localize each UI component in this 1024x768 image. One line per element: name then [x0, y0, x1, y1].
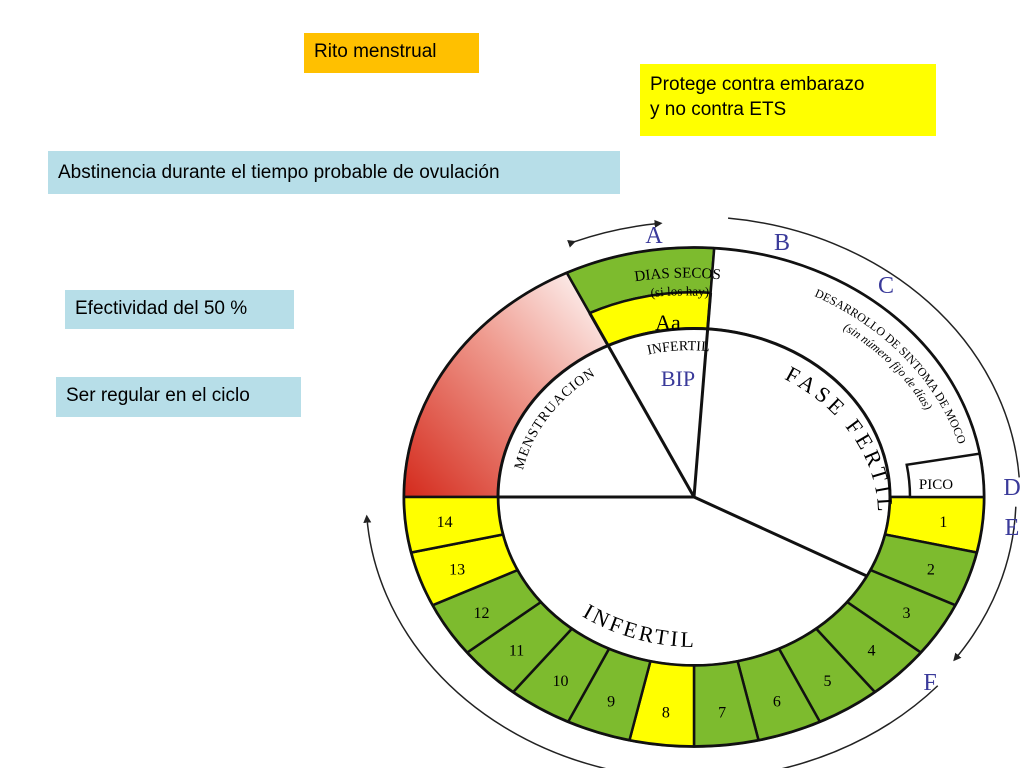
pico-cell — [905, 452, 986, 499]
day-number-1: 1 — [939, 514, 947, 531]
letter-b: B — [774, 230, 790, 256]
protege-label: Protege contra embarazo y no contra ETS — [640, 64, 936, 136]
letter-c: C — [878, 273, 894, 299]
arc-letters: A B C D E F — [645, 223, 1020, 696]
letter-e: E — [1005, 515, 1020, 541]
day-number-9: 9 — [607, 694, 615, 711]
spoke-3 — [693, 495, 868, 578]
day-number-5: 5 — [824, 673, 832, 690]
day-number-7: 7 — [718, 705, 726, 722]
spokes — [498, 292, 868, 578]
day-number-14: 14 — [437, 514, 453, 531]
day-number-10: 10 — [552, 673, 568, 690]
letter-d: D — [1003, 475, 1020, 501]
day-number-11: 11 — [509, 643, 524, 660]
arrow-b-d — [728, 217, 1020, 478]
day-number-4: 4 — [867, 643, 875, 660]
dias-secos-label: DIAS SECOS — [634, 266, 722, 286]
day-number-12: 12 — [473, 605, 489, 622]
letter-a: A — [645, 223, 663, 249]
arrow-e-f — [953, 506, 1017, 662]
protege-line-2: y no contra ETS — [650, 99, 787, 120]
efectividad-label: Efectividad del 50 % — [65, 290, 294, 329]
protege-line-1: Protege contra embarazo — [650, 74, 865, 95]
arrow-bottom — [363, 514, 939, 768]
regular-text: Ser regular en el ciclo — [66, 385, 250, 406]
efectividad-text: Efectividad del 50 % — [75, 298, 248, 319]
day-number-2: 2 — [927, 561, 935, 578]
aa-label: Aa — [655, 310, 681, 335]
spoke-1 — [588, 312, 696, 498]
day-number-6: 6 — [773, 694, 781, 711]
letter-f: F — [923, 670, 936, 696]
day-number-13: 13 — [449, 561, 465, 578]
rito-menstrual-label: Rito menstrual — [304, 33, 479, 73]
day-number-8: 8 — [662, 705, 670, 722]
arrow-a-b — [567, 219, 663, 248]
day-number-3: 3 — [903, 605, 911, 622]
spoke-2 — [692, 292, 713, 498]
pico-label: PICO — [919, 477, 953, 493]
si-los-hay-label: (si los hay) — [650, 283, 710, 300]
day-segment-14 — [402, 495, 505, 554]
abstinencia-text: Abstinencia durante el tiempo probable d… — [58, 162, 500, 183]
rito-menstrual-text: Rito menstrual — [314, 41, 437, 62]
bip-label: BIP — [661, 366, 695, 391]
infertil-top-label: INFERTIL — [646, 339, 710, 358]
abstinencia-label: Abstinencia durante el tiempo probable d… — [48, 151, 620, 194]
regular-label: Ser regular en el ciclo — [56, 377, 301, 417]
outer-arrows — [363, 217, 1020, 768]
